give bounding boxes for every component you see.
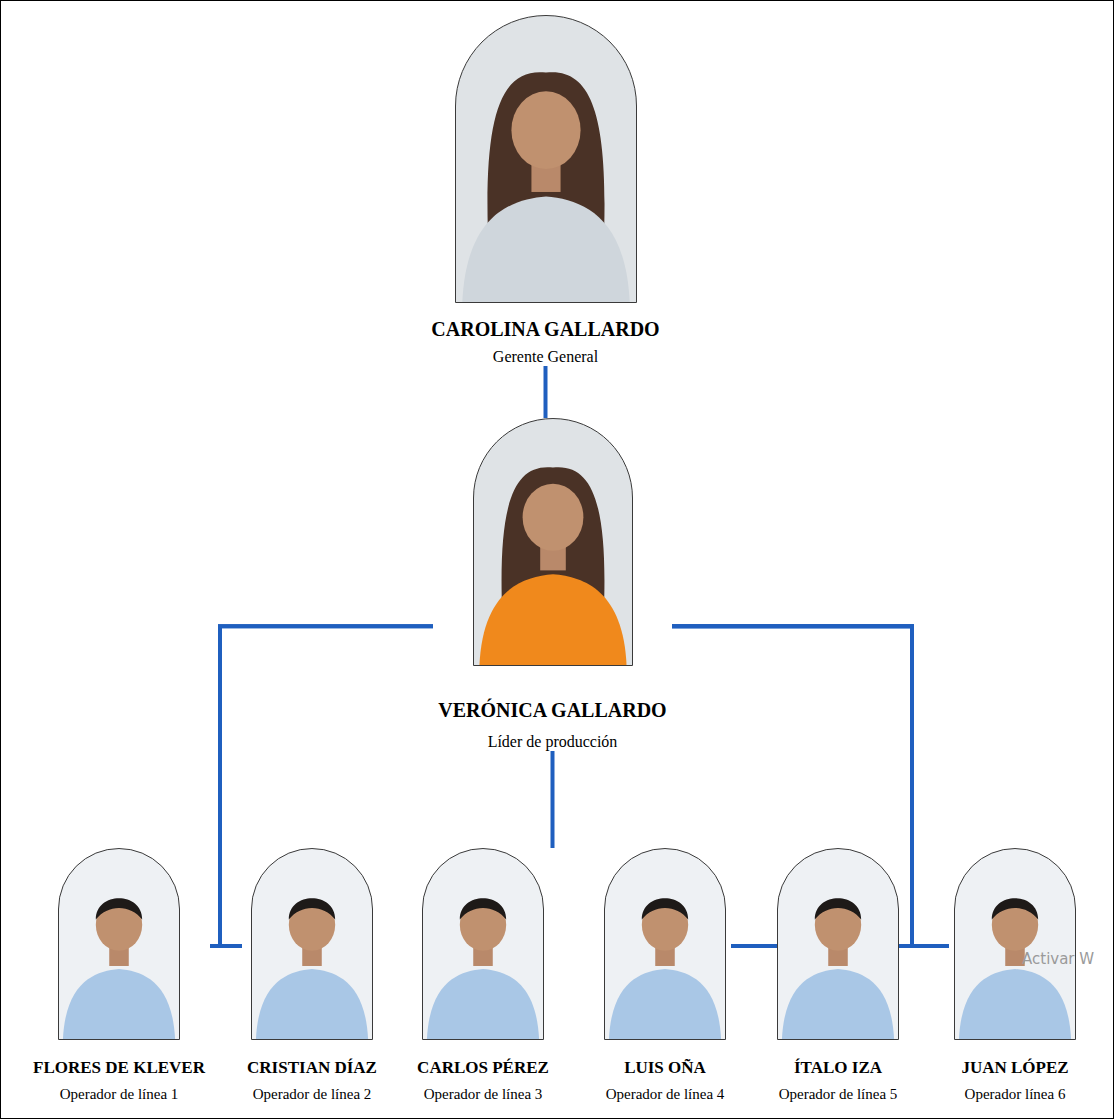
- portrait-figure: [782, 898, 894, 1040]
- person-name: FLORES DE KLEVER: [33, 1058, 205, 1078]
- person-card: JUAN LÓPEZ Operador línea 6: [949, 848, 1081, 1103]
- hair-shape: [642, 898, 688, 919]
- person-name: VERÓNICA GALLARDO: [438, 698, 666, 722]
- portrait-placeholder: [455, 15, 637, 303]
- shirt-shape: [782, 969, 894, 1040]
- portrait-ground: [955, 849, 1076, 1040]
- shirt-shape: [462, 196, 629, 303]
- portrait-frame: [455, 16, 636, 303]
- portrait-frame: [605, 849, 726, 1040]
- shirt-shape: [479, 574, 626, 666]
- portrait-placeholder: [604, 848, 726, 1040]
- person-name: LUIS OÑA: [624, 1058, 706, 1078]
- hair-shape: [289, 898, 335, 919]
- shirt-shape: [63, 969, 175, 1040]
- person-name: CRISTIAN DÍAZ: [247, 1058, 377, 1078]
- person-name: ÍTALO IZA: [794, 1058, 882, 1078]
- hair-shape: [815, 898, 861, 919]
- portrait-figure: [479, 467, 626, 666]
- face-shape: [992, 899, 1038, 951]
- hair-shape: [992, 898, 1038, 919]
- shirt-shape: [959, 969, 1071, 1040]
- person-card: ÍTALO IZA Operador de línea 5: [772, 848, 904, 1103]
- face-shape: [460, 899, 506, 951]
- job-title: Operador de línea 3: [424, 1085, 543, 1103]
- job-title: Operador línea 6: [965, 1085, 1066, 1103]
- portrait-ground: [455, 16, 636, 303]
- person-card: CRISTIAN DÍAZ Operador de línea 2: [242, 848, 382, 1103]
- person-name: JUAN LÓPEZ: [961, 1058, 1068, 1078]
- portrait-frame: [473, 419, 632, 666]
- portrait-figure: [427, 898, 539, 1040]
- portrait-ground: [473, 419, 632, 666]
- face-shape: [289, 899, 335, 951]
- person-card: VERÓNICA GALLARDO Líder de producción: [433, 418, 672, 751]
- portrait-frame: [955, 849, 1076, 1040]
- person-card: CARLOS PÉREZ Operador de línea 3: [412, 848, 554, 1103]
- portrait-frame: [423, 849, 544, 1040]
- portrait-placeholder: [473, 418, 633, 666]
- job-title: Operador de línea 1: [60, 1085, 179, 1103]
- hair-shape: [96, 898, 142, 919]
- person-card: FLORES DE KLEVER Operador de línea 1: [28, 848, 210, 1103]
- portrait-figure: [256, 898, 368, 1040]
- portrait-figure: [959, 898, 1071, 1040]
- person-name: CAROLINA GALLARDO: [431, 317, 659, 341]
- org-connector: [544, 366, 548, 418]
- job-title: Operador de línea 2: [253, 1085, 372, 1103]
- shirt-shape: [427, 969, 539, 1040]
- face-shape: [511, 91, 580, 169]
- org-connector: [551, 751, 555, 848]
- person-card: CAROLINA GALLARDO Gerente General: [426, 15, 665, 366]
- portrait-figure: [462, 72, 629, 303]
- job-title: Líder de producción: [488, 732, 618, 751]
- shirt-shape: [256, 969, 368, 1040]
- job-title: Operador de línea 5: [779, 1085, 898, 1103]
- portrait-frame: [252, 849, 373, 1040]
- watermark-text: Activar W: [1022, 950, 1094, 968]
- portrait-placeholder: [422, 848, 544, 1040]
- portrait-ground: [605, 849, 726, 1040]
- portrait-ground: [423, 849, 544, 1040]
- face-shape: [522, 484, 583, 551]
- portrait-figure: [609, 898, 721, 1040]
- portrait-ground: [252, 849, 373, 1040]
- portrait-frame: [778, 849, 899, 1040]
- portrait-ground: [778, 849, 899, 1040]
- person-name: CARLOS PÉREZ: [417, 1058, 549, 1078]
- portrait-frame: [59, 849, 180, 1040]
- person-card: LUIS OÑA Operador de línea 4: [599, 848, 731, 1103]
- job-title: Gerente General: [493, 347, 598, 366]
- portrait-placeholder: [777, 848, 899, 1040]
- face-shape: [96, 899, 142, 951]
- portrait-placeholder: [251, 848, 373, 1040]
- portrait-placeholder: [58, 848, 180, 1040]
- portrait-figure: [63, 898, 175, 1040]
- job-title: Operador de línea 4: [606, 1085, 725, 1103]
- portrait-ground: [59, 849, 180, 1040]
- portrait-placeholder: [954, 848, 1076, 1040]
- face-shape: [815, 899, 861, 951]
- hair-shape: [460, 898, 506, 919]
- shirt-shape: [609, 969, 721, 1040]
- face-shape: [642, 899, 688, 951]
